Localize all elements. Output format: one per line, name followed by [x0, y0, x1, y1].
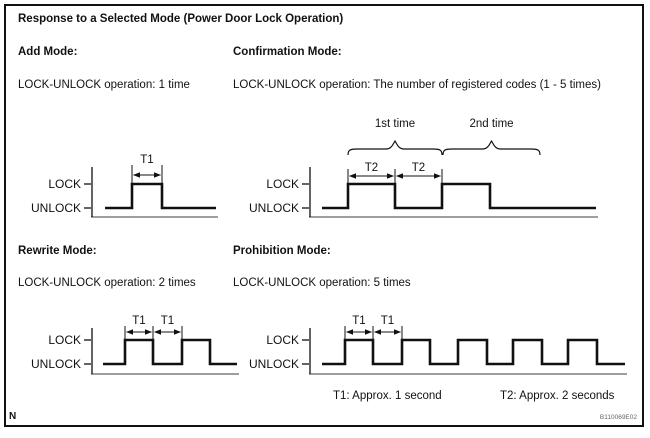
prohibition-mode-description: LOCK-UNLOCK operation: 5 times [233, 277, 411, 289]
arrowhead-left-icon [346, 329, 353, 335]
arrowhead-left-icon [126, 329, 133, 335]
lock-label: LOCK [48, 333, 81, 347]
rewrite-mode-heading: Rewrite Mode: [18, 245, 97, 257]
confirmation-mode-diagram: LOCK UNLOCK T2 T2 1st time 2nd time [249, 118, 598, 218]
page-marker-n: N [9, 411, 17, 422]
arrowhead-right-icon [365, 329, 372, 335]
t2-note: T2: Approx. 2 seconds [500, 390, 615, 402]
arrowhead-left-icon [133, 172, 140, 178]
arrowhead-right-icon [387, 173, 394, 179]
interval-label: T1 [140, 154, 153, 166]
unlock-label: UNLOCK [31, 201, 81, 215]
interval-label: T2 [412, 162, 425, 174]
arrowhead-right-icon [394, 329, 401, 335]
t1-note: T1: Approx. 1 second [333, 390, 442, 402]
rewrite-mode-diagram: LOCK UNLOCK T1 T1 [31, 315, 239, 375]
prohibition-mode-diagram: LOCK UNLOCK T1 T1 [249, 315, 627, 375]
arrowhead-left-icon [154, 329, 161, 335]
arrowhead-right-icon [154, 172, 161, 178]
figure-title: Response to a Selected Mode (Power Door … [18, 13, 344, 25]
arrowhead-left-icon [349, 173, 356, 179]
brace-label: 1st time [375, 118, 415, 130]
lock-label: LOCK [266, 333, 299, 347]
arrowhead-right-icon [434, 173, 441, 179]
figure-code: B110069E02 [599, 414, 637, 421]
lock-label: LOCK [266, 177, 299, 191]
arrowhead-right-icon [174, 329, 181, 335]
add-mode-description: LOCK-UNLOCK operation: 1 time [18, 79, 190, 91]
arrowhead-left-icon [374, 329, 381, 335]
rewrite-mode-description: LOCK-UNLOCK operation: 2 times [18, 277, 196, 289]
unlock-label: UNLOCK [249, 201, 299, 215]
brace-label: 2nd time [469, 118, 513, 130]
add-mode-diagram: LOCK UNLOCK T1 [31, 154, 218, 218]
waveform-line [105, 182, 216, 210]
confirmation-mode-heading: Confirmation Mode: [233, 46, 342, 58]
arrowhead-left-icon [396, 173, 403, 179]
interval-label: T1 [161, 315, 174, 327]
confirmation-mode-description: LOCK-UNLOCK operation: The number of reg… [233, 79, 601, 91]
brace [442, 139, 541, 156]
unlock-label: UNLOCK [249, 357, 299, 371]
figure-border [4, 4, 644, 427]
waveform-line [103, 338, 237, 366]
arrowhead-right-icon [145, 329, 152, 335]
waveform-line [322, 338, 625, 366]
interval-label: T1 [381, 315, 394, 327]
interval-label: T1 [132, 315, 145, 327]
interval-label: T2 [365, 162, 378, 174]
add-mode-heading: Add Mode: [18, 46, 78, 58]
interval-label: T1 [352, 315, 365, 327]
waveform-line [322, 182, 596, 210]
lock-label: LOCK [48, 177, 81, 191]
unlock-label: UNLOCK [31, 357, 81, 371]
brace [347, 139, 443, 156]
prohibition-mode-heading: Prohibition Mode: [233, 245, 331, 257]
